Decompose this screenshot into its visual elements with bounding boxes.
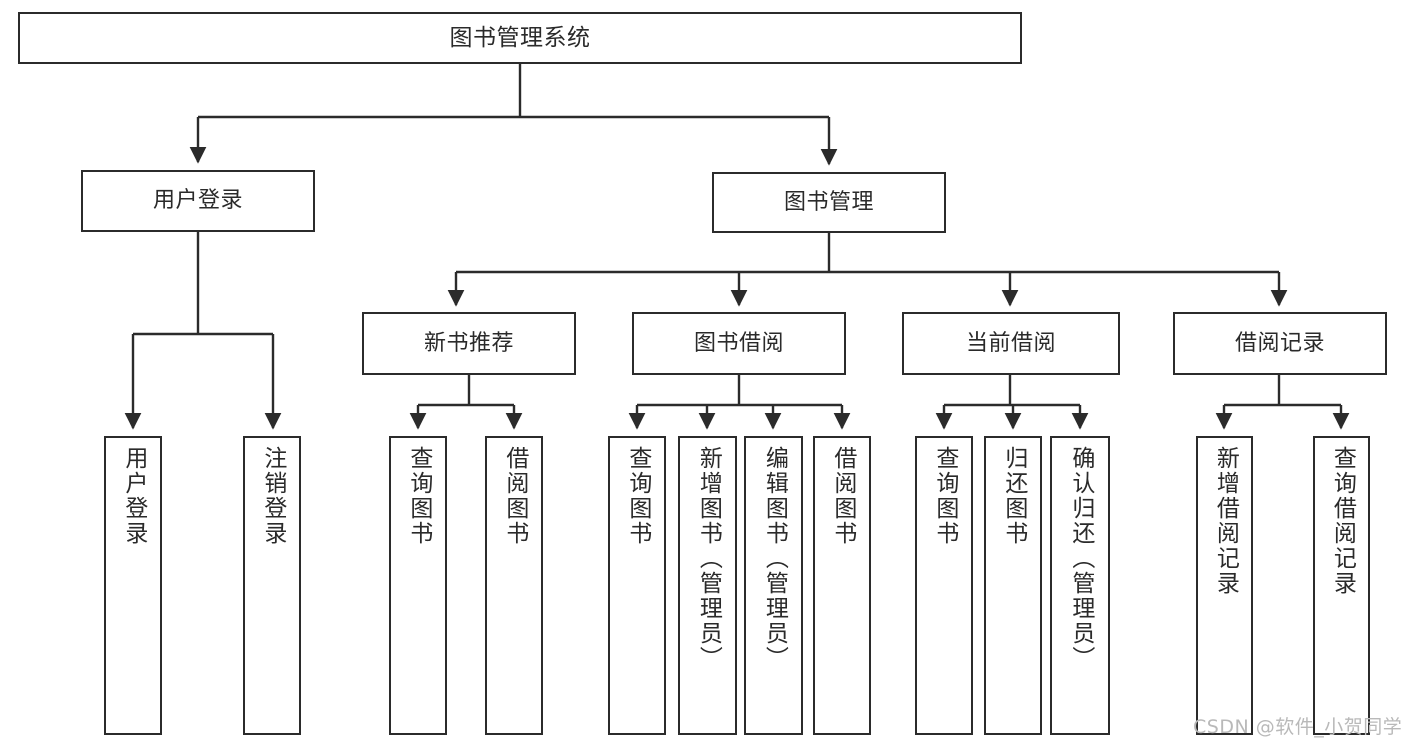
node-book-borrowing[interactable]: 图书借阅 — [632, 312, 846, 375]
node-leaf-return-books[interactable]: 归还图书 — [984, 436, 1042, 735]
node-label: 确认归还（管理员） — [1067, 446, 1094, 671]
node-leaf-edit-book-admin[interactable]: 编辑图书（管理员） — [744, 436, 803, 735]
node-label: 查询图书 — [405, 446, 432, 546]
node-leaf-user-login[interactable]: 用户登录 — [104, 436, 162, 735]
node-leaf-query-books-newbooks[interactable]: 查询图书 — [389, 436, 447, 735]
node-borrowing-records[interactable]: 借阅记录 — [1173, 312, 1387, 375]
node-label: 查询图书 — [931, 446, 958, 546]
node-label: 图书管理 — [783, 189, 874, 215]
node-label: 查询图书 — [624, 446, 651, 546]
node-label: 借阅记录 — [1234, 330, 1325, 356]
node-leaf-add-borrow-record[interactable]: 新增借阅记录 — [1196, 436, 1253, 735]
node-leaf-logout[interactable]: 注销登录 — [243, 436, 301, 735]
node-label: 图书借阅 — [693, 330, 784, 356]
node-label: 当前借阅 — [965, 330, 1056, 356]
node-leaf-add-book-admin[interactable]: 新增图书（管理员） — [678, 436, 737, 735]
node-label: 新增图书（管理员） — [695, 446, 722, 671]
node-label: 新书推荐 — [423, 330, 514, 356]
node-leaf-confirm-return-admin[interactable]: 确认归还（管理员） — [1050, 436, 1110, 735]
node-label: 归还图书 — [1000, 446, 1027, 546]
node-leaf-query-borrow-record[interactable]: 查询借阅记录 — [1313, 436, 1370, 735]
node-leaf-borrow-books[interactable]: 借阅图书 — [813, 436, 871, 735]
node-current-borrowing[interactable]: 当前借阅 — [902, 312, 1120, 375]
node-label: 图书管理系统 — [449, 24, 591, 51]
node-label: 查询借阅记录 — [1329, 446, 1356, 596]
node-label: 注销登录 — [259, 446, 286, 546]
watermark: CSDN @软件_小贺同学 — [1193, 716, 1403, 738]
node-leaf-borrow-books-newbooks[interactable]: 借阅图书 — [485, 436, 543, 735]
node-label: 用户登录 — [152, 188, 243, 214]
node-label: 借阅图书 — [501, 446, 528, 546]
node-leaf-query-books-current[interactable]: 查询图书 — [915, 436, 973, 735]
node-book-management[interactable]: 图书管理 — [712, 172, 946, 233]
node-label: 编辑图书（管理员） — [761, 446, 788, 671]
node-user-login[interactable]: 用户登录 — [81, 170, 315, 232]
node-new-book-recommendation[interactable]: 新书推荐 — [362, 312, 576, 375]
node-label: 用户登录 — [120, 446, 147, 546]
node-leaf-query-books-borrow[interactable]: 查询图书 — [608, 436, 666, 735]
node-label: 借阅图书 — [829, 446, 856, 546]
node-label: 新增借阅记录 — [1212, 446, 1239, 596]
node-root-book-management-system[interactable]: 图书管理系统 — [18, 12, 1022, 64]
